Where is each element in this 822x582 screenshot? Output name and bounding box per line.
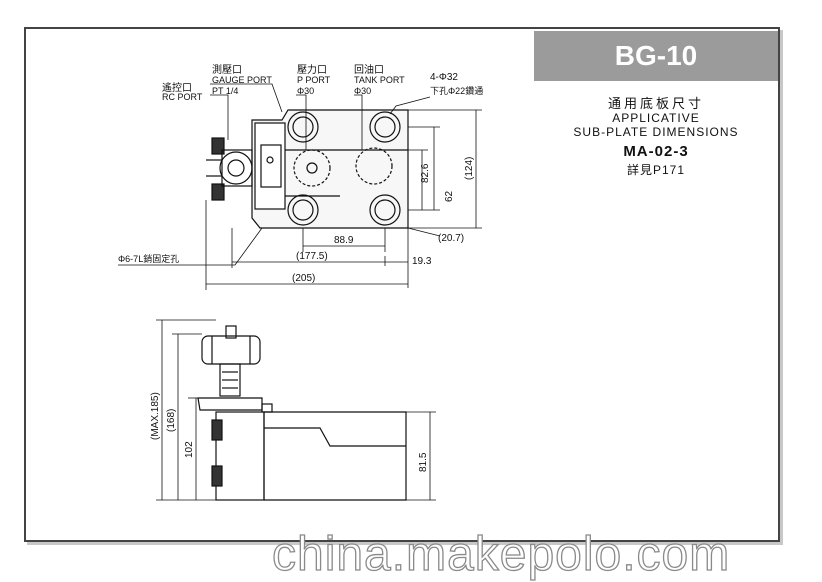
dim-62: 62 (444, 190, 455, 202)
rc-port-label-cn: 遙控口 (162, 81, 192, 94)
top-view-dimensions (205, 109, 482, 290)
page-reference: 詳見P171 (626, 163, 686, 177)
dim-81-5: 81.5 (418, 452, 429, 472)
bolt-hole-top-right (369, 111, 401, 143)
bolt-hole-top-left (287, 111, 319, 143)
model-banner: BG-10 (534, 31, 778, 81)
bolt-holes-label: 4-Φ32 (430, 72, 458, 83)
tank-port-label-cn: 回油口 (354, 63, 384, 76)
locating-pin-label: Φ6-7L銷固定孔 (118, 253, 179, 264)
side-view-dimensions (156, 319, 436, 501)
tank-port-size: Φ30 (354, 86, 371, 96)
subplate-title-en-line2: SUB-PLATE DIMENSIONS (573, 125, 739, 139)
dim-88-9: 88.9 (334, 235, 354, 246)
rc-adjuster-knob (206, 137, 253, 201)
dim-20-7: (20.7) (438, 233, 464, 244)
tank-port-label-en: TANK PORT (354, 75, 405, 85)
p-port-size: Φ30 (297, 86, 314, 96)
p-port-center (306, 162, 318, 174)
dim-19-3: 19.3 (412, 256, 432, 267)
side-view-body (197, 325, 407, 501)
bolt-hole-bottom-left (287, 194, 319, 226)
tank-port (355, 147, 393, 185)
bolt-hole-bottom-right (369, 194, 401, 226)
dim-168: (168) (166, 409, 177, 432)
gauge-port-label-cn: 測壓口 (212, 63, 242, 76)
gauge-port-label-en: GAUGE PORT (212, 75, 272, 85)
subplate-title-cn: 通用底板尺寸 (607, 96, 704, 111)
p-port-label-cn: 壓力口 (297, 63, 327, 76)
p-port (293, 149, 331, 187)
gauge-port-size: PT 1/4 (212, 86, 238, 96)
dim-205: (205) (292, 273, 315, 284)
dim-82-6: 82.6 (420, 163, 431, 183)
dim-177-5: (177.5) (296, 251, 328, 262)
subplate-model: MA-02-3 (623, 143, 689, 160)
watermark: china.makepolo.com (271, 527, 731, 581)
dim-102: 102 (184, 441, 195, 458)
subplate-title-en-line1: APPLICATIVE (612, 111, 700, 125)
gauge-port (266, 156, 274, 164)
rc-port-label-en: RC PORT (162, 92, 203, 102)
top-view-leaders (118, 83, 431, 266)
dim-max-185: (MAX.185) (150, 392, 161, 440)
p-port-label-en: P PORT (297, 75, 331, 85)
dim-124: (124) (464, 157, 475, 180)
bolt-holes-through-label: 下孔Φ22鑽通 (430, 85, 483, 96)
